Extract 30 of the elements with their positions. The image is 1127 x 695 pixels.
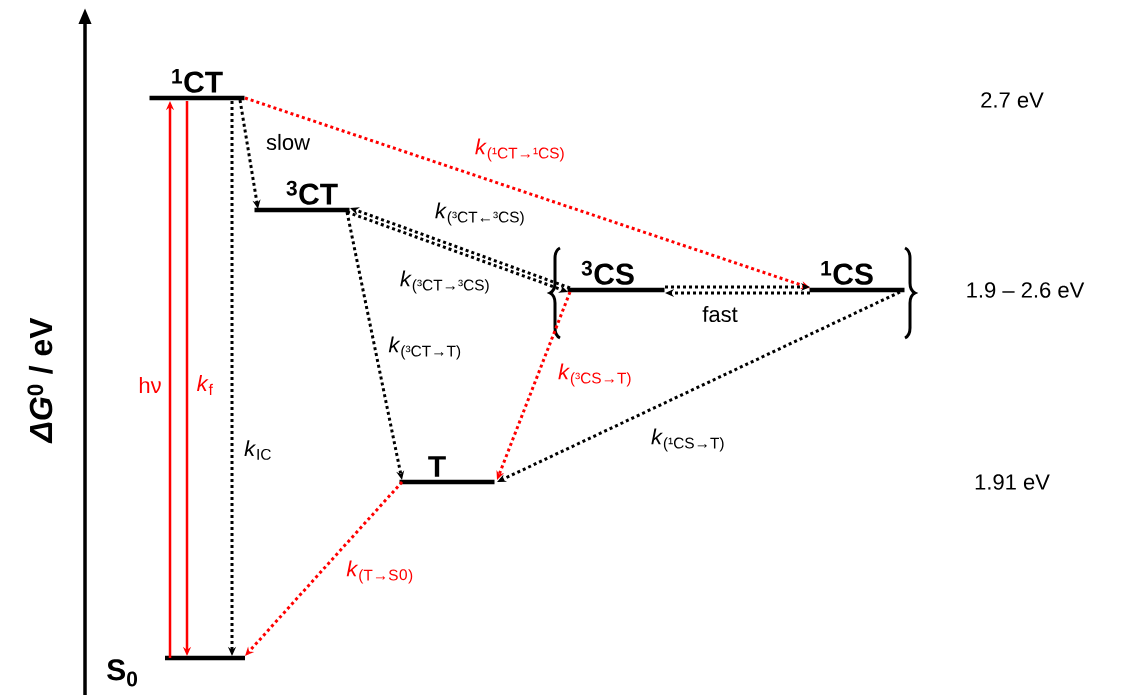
edge-label: k$_{(³CT←³CS)}$	[435, 202, 524, 226]
node-label: $^{1}$CT	[172, 69, 223, 93]
edge-label: k$_{f}$	[197, 375, 213, 395]
edge-label: k$_{(³CS→T)}$	[558, 363, 631, 387]
energy-level: $^{3}$CS	[567, 260, 665, 293]
edge-label: k$_{IC}$	[244, 440, 271, 460]
energy-value: 1.91 eV	[975, 474, 1050, 490]
edge-label: k$_{(³CT→³CS)}$	[400, 270, 489, 294]
edge-label: hν	[139, 377, 161, 393]
axis-label: ΔG$^{0}$ / eV	[27, 317, 53, 444]
edge-label: slow	[266, 133, 311, 151]
arrow	[245, 481, 404, 656]
energy-level: $^{1}$CT	[149, 69, 245, 101]
energy-level: $^{3}$CT	[254, 180, 350, 213]
edge-label: fast	[702, 305, 738, 323]
node-label: S$_{0}$	[107, 659, 138, 687]
node-label: $^{3}$CT	[286, 180, 338, 205]
edge-label: k$_{(T→S0)}$	[346, 560, 413, 584]
edge-label: k$_{(¹CS→T)}$	[651, 428, 724, 452]
energy-value: 1.9 – 2.6 eV	[967, 282, 1085, 298]
arrow	[497, 290, 901, 482]
node-label: $^{1}$CS	[821, 261, 873, 285]
energy-level: $^{1}$CS	[809, 261, 905, 293]
edge-label: k$_{(¹CT→¹CS)}$	[475, 138, 564, 162]
edge-label: k$_{(³CT→T)}$	[388, 336, 461, 360]
node-label: $^{3}$CS	[581, 260, 634, 285]
node-label: T	[428, 456, 446, 477]
energy-level: S$_{0}$	[107, 655, 245, 687]
energy-level: T	[399, 456, 495, 485]
energy-value: 2.7 eV	[981, 92, 1044, 108]
